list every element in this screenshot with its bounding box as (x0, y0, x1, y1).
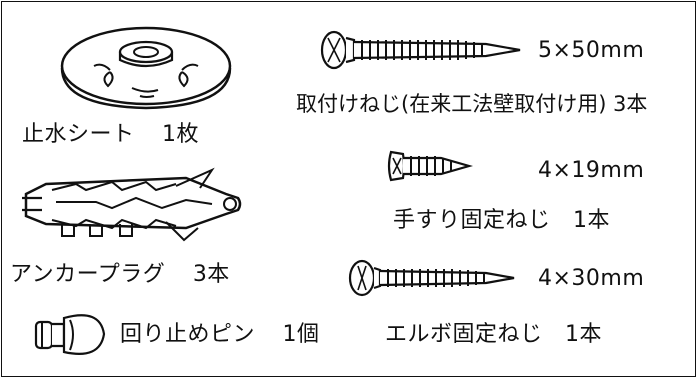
anchor-plug-icon (22, 167, 242, 242)
screw-size-1: 5×50mm (538, 38, 645, 63)
waterproof-sheet-icon (60, 26, 232, 110)
screw-desc-2: 手すり固定ねじ 1本 (393, 208, 610, 233)
screw-4x19-icon (387, 150, 474, 182)
part-qty: 1個 (282, 322, 320, 347)
screw-desc-1: 取付けねじ(在来工法壁取付け用) 3本 (296, 92, 648, 116)
screw-5x50-icon (320, 30, 521, 70)
part-anti-rotation-pin: 回り止めピン 1個 (120, 324, 320, 346)
part-waterproof-sheet: 止水シート 1枚 (22, 124, 199, 146)
anti-rotation-pin-icon (34, 314, 106, 355)
screw-size-2: 4×19mm (538, 158, 645, 183)
screw-size-3: 4×30mm (538, 266, 645, 291)
part-name: 回り止めピン (120, 322, 256, 347)
part-anchor-plug: アンカープラグ 3本 (10, 264, 230, 286)
part-qty: 3本 (192, 262, 230, 287)
part-name: アンカープラグ (10, 262, 166, 287)
screw-desc-3: エルボ固定ねじ 1本 (385, 322, 602, 347)
part-qty: 1枚 (162, 122, 200, 147)
part-name: 止水シート (22, 122, 135, 147)
screw-4x30-icon (348, 259, 515, 297)
